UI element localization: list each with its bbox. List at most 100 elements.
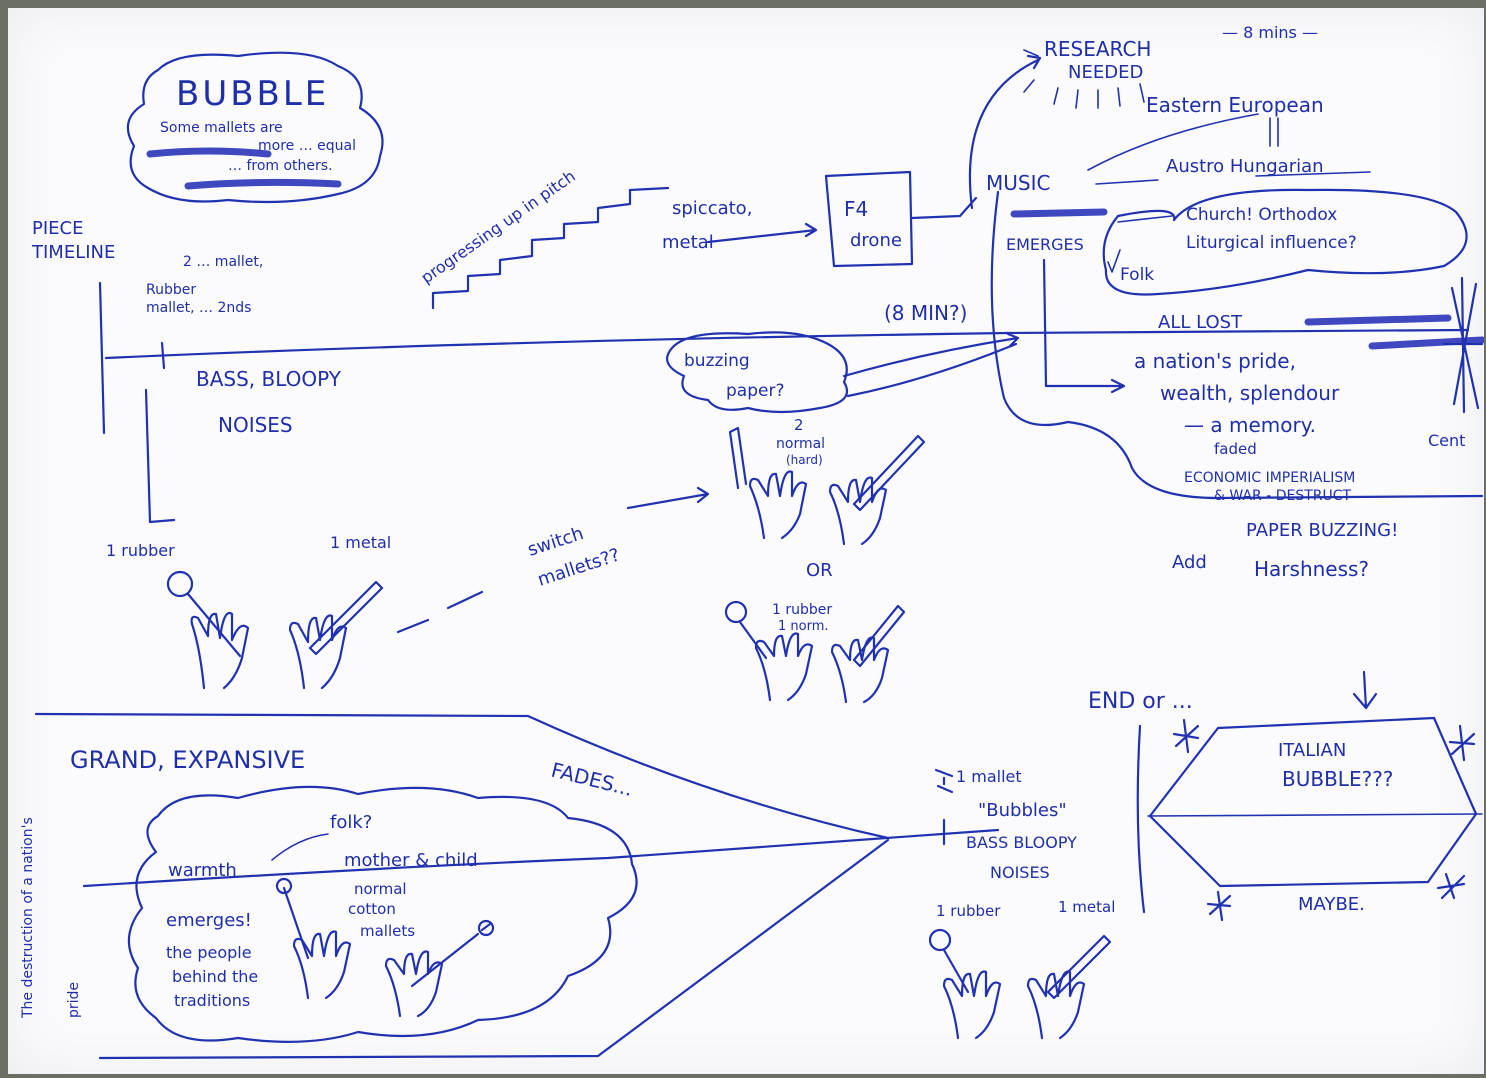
fades-label: FADES... [549, 758, 635, 801]
mallet-note-3: mallet, … 2nds [146, 300, 251, 316]
opening-notes: 2 … mallet, Rubber mallet, … 2nds BASS, … [106, 254, 391, 560]
austro-hungarian: Austro Hungarian [1166, 156, 1324, 177]
rubber-mallet-label: 1 rubber [106, 541, 175, 560]
normal-label-3: (hard) [786, 453, 823, 467]
drone-label-2: drone [850, 230, 902, 251]
buzzing-cloud-outline [666, 331, 849, 414]
paper-sheet: BUBBLE Some mallets are more … equal … f… [8, 8, 1484, 1074]
down-arrow [1352, 670, 1378, 710]
music-label-1: MUSIC [986, 171, 1050, 195]
end-or-label: END or ... [1088, 689, 1193, 714]
imperialism-2: & WAR - DESTRUCT [1214, 488, 1352, 504]
hand-rubber-mallet-icon [724, 600, 814, 702]
spiccato-drone: spiccato, metal F4 drone [662, 170, 978, 268]
imperialism-1: ECONOMIC IMPERIALISM [1184, 470, 1355, 486]
buzzing-arrow [842, 332, 1020, 398]
music-link [1095, 179, 1159, 185]
stairs-label: progressing up in pitch [417, 166, 578, 287]
mallet-note-1: 2 … mallet, [183, 254, 263, 270]
normal-label-2: normal [776, 436, 825, 452]
warmth-cloud: warmth folk? mother & child emerges! the… [127, 785, 638, 1043]
music-stem [990, 190, 1484, 500]
research-label-2: NEEDED [1068, 62, 1143, 83]
cotton-3: mallets [360, 922, 415, 940]
hand-metal-mallet-icon [1026, 934, 1112, 1040]
music-emerges: MUSIC EMERGES [986, 171, 1484, 500]
church-bubble: Church! Orthodox Liturgical influence? F… [1102, 188, 1468, 296]
funnel-mid [82, 828, 1000, 888]
pride-line-4: faded [1214, 440, 1257, 458]
research-needed: RESEARCH NEEDED — 8 mins — [968, 23, 1318, 210]
cloud-outline [127, 785, 638, 1043]
link-line [1087, 113, 1279, 171]
drone-to-music-arrow [910, 196, 978, 220]
cotton-1: normal [354, 880, 407, 898]
end-rubber: 1 rubber [936, 902, 1001, 920]
people-3: traditions [174, 991, 250, 1010]
or-label: OR [806, 560, 833, 581]
bubble-cloud-outline [126, 51, 384, 204]
emerges-label: emerges! [166, 910, 252, 931]
funnel-top [34, 712, 890, 840]
warmth-link [271, 833, 329, 861]
cotton-2: cotton [348, 900, 396, 918]
research-label-1: RESEARCH [1044, 37, 1151, 61]
emerges-to-pride-arrow [1042, 258, 1126, 394]
spiccato-label-2: metal [662, 232, 714, 253]
music-label-2: EMERGES [1006, 235, 1084, 254]
stair-steps [431, 186, 670, 310]
hand-mallet-icon [830, 604, 906, 704]
sketch-diagram: BUBBLE Some mallets are more … equal … f… [20, 23, 1484, 1060]
warmth-label: warmth [168, 860, 237, 881]
timeline-label-1: PIECE [32, 218, 83, 239]
maybe-label: MAYBE. [1298, 894, 1365, 915]
buzzing-paper: buzzing paper? [666, 331, 1020, 414]
side-note-2: pride [66, 982, 82, 1018]
timeline-label-2: TIMELINE [31, 242, 115, 263]
drone-box [824, 170, 914, 268]
star-icon [1448, 724, 1476, 762]
all-lost: ALL LOST a nation's pride, wealth, splen… [1134, 276, 1484, 581]
harshness-1: Add [1172, 552, 1207, 573]
hand-rubber-mallet-icon [928, 928, 1002, 1040]
all-lost-label: ALL LOST [1158, 312, 1243, 333]
church-link [1117, 215, 1173, 223]
paper-buzzing: PAPER BUZZING! [1246, 520, 1398, 541]
end-divider [1136, 724, 1146, 914]
pride-line-2: wealth, splendour [1160, 381, 1340, 405]
pride-line-3: — a memory. [1184, 413, 1316, 437]
bubble-line-3: … from others. [228, 158, 333, 174]
side-note-1: The destruction of a nation's [20, 817, 36, 1019]
hand-rubber-mallet-icon [166, 570, 250, 690]
star-icon [1436, 872, 1466, 900]
normal-label-1: 2 [794, 416, 804, 434]
scribble-out [146, 147, 342, 190]
eastern-european: Eastern European [1146, 93, 1324, 117]
switch-mallets: switch mallets?? [396, 486, 710, 634]
timeline: PIECE TIMELINE [31, 218, 1470, 524]
metal-mallet-label: 1 metal [330, 533, 391, 552]
buzzing-label-2: paper? [726, 381, 784, 401]
spiccato-label-1: spiccato, [672, 198, 752, 219]
eight-min-label: (8 MIN?) [884, 301, 967, 325]
spiccato-arrow [706, 222, 818, 244]
timeline-branch [144, 388, 176, 524]
scribble-out [1010, 208, 1108, 218]
research-rays [1023, 49, 1145, 109]
timeline-tick [160, 341, 166, 370]
switch-label-1: switch [525, 523, 586, 561]
end-noises-2: NOISES [990, 863, 1050, 882]
funnel-bottom [98, 838, 890, 1060]
research-arrow [968, 54, 1042, 210]
rubber-normal-2: 1 norm. [778, 619, 829, 634]
end-mallet-note: 1 mallet [956, 767, 1022, 786]
star-icon [1206, 890, 1232, 922]
star-icon [1172, 718, 1200, 754]
timeline-axis [104, 328, 1470, 360]
grand-label: GRAND, EXPANSIVE [70, 746, 305, 774]
end-noises-1: BASS BLOOPY [966, 833, 1077, 852]
end-metal: 1 metal [1058, 898, 1115, 916]
bubble-note: BUBBLE Some mallets are more … equal … f… [126, 51, 384, 204]
end-tick [934, 768, 954, 846]
cent-label: Cent [1428, 431, 1465, 450]
